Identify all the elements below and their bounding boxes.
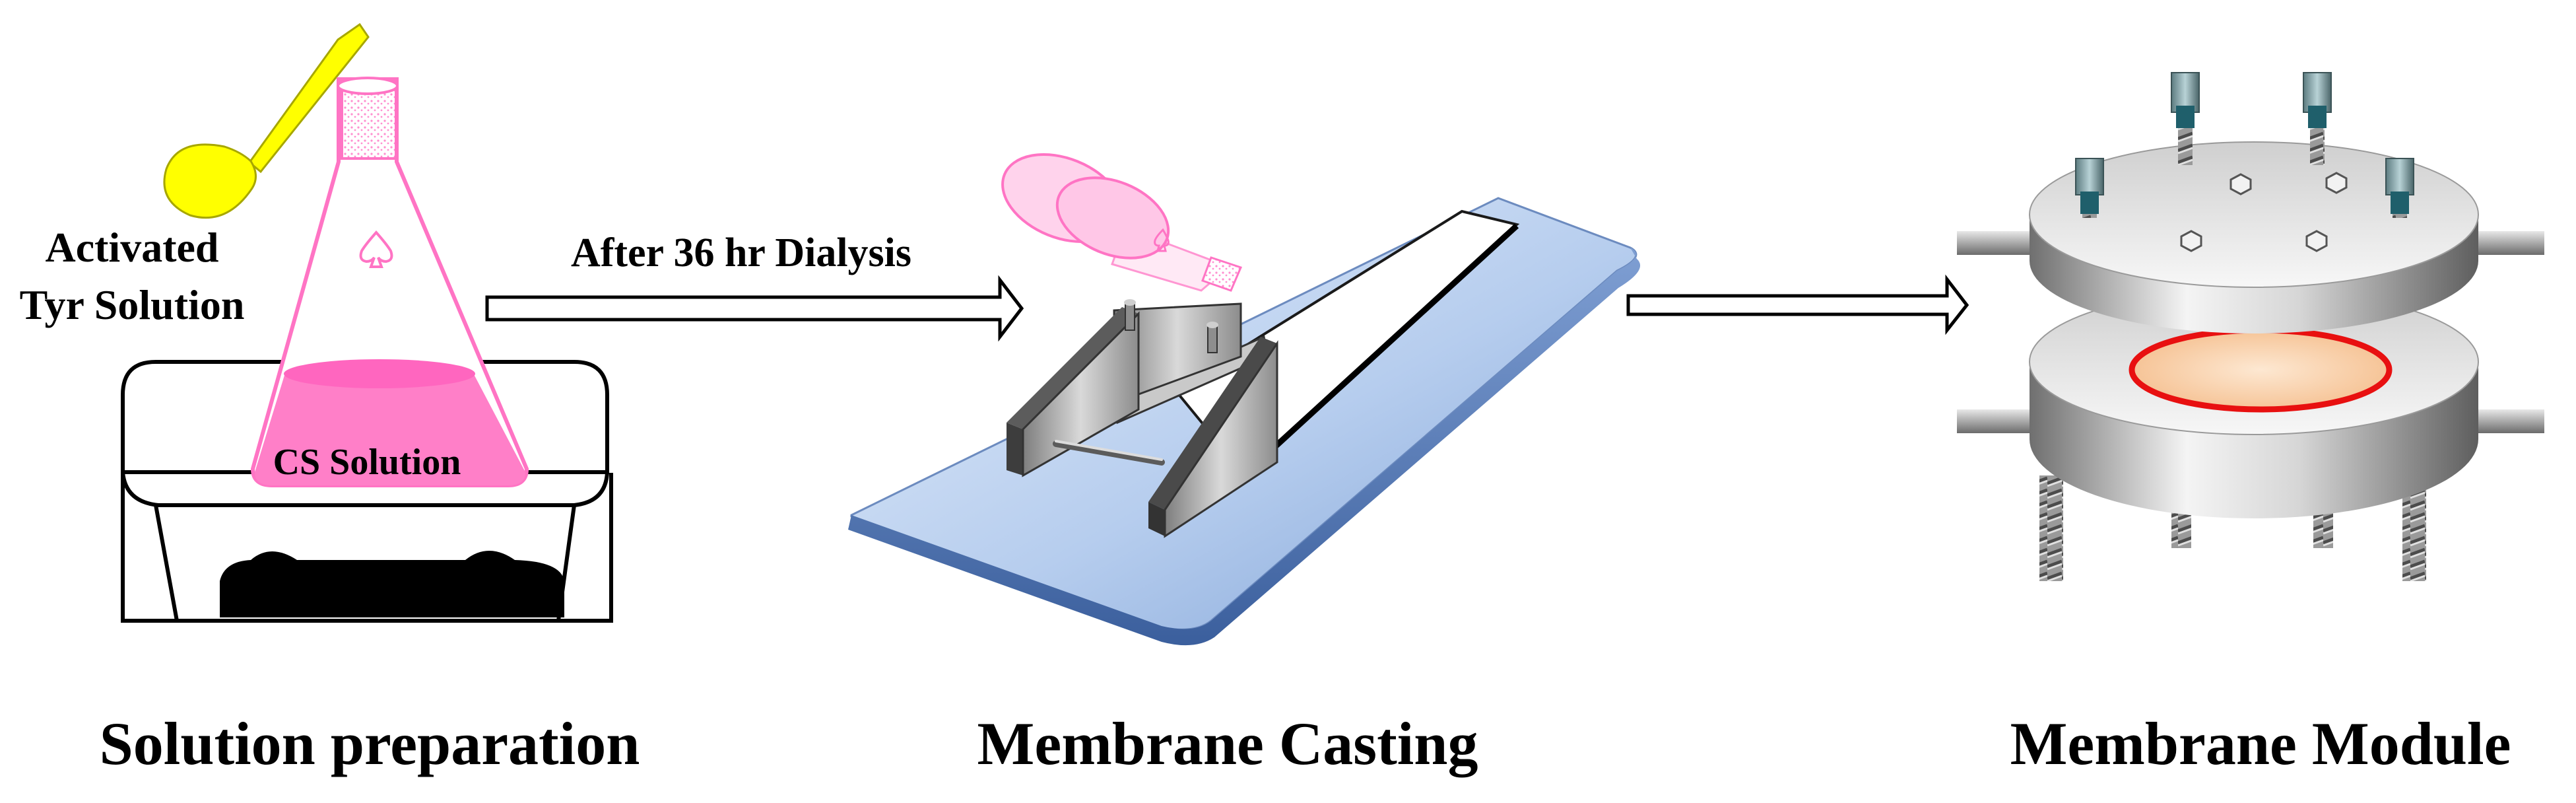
pouring-flask <box>1001 153 1243 292</box>
bolt <box>2075 158 2104 218</box>
tyr-volumetric-flask <box>163 22 370 219</box>
hex-nut-icon <box>2229 173 2252 195</box>
side-rod-lower-left <box>1957 409 2036 433</box>
stage-label-membrane-casting: Membrane Casting <box>977 710 1478 777</box>
side-rod-lower-right <box>2468 409 2544 433</box>
cs-solution-liquid <box>255 373 525 485</box>
casting-knife <box>1007 299 1278 538</box>
stage-label-membrane-module: Membrane Module <box>2010 710 2511 777</box>
hex-nut-icon <box>2180 230 2202 252</box>
hex-nut-icon <box>2325 172 2348 194</box>
stage-label-solution-preparation: Solution preparation <box>100 710 640 777</box>
membrane-casting-panel <box>848 153 1641 646</box>
bottom-screw <box>2039 475 2063 581</box>
flask-stopper <box>341 86 397 160</box>
magnetic-stirrer <box>121 360 613 623</box>
bolt <box>2171 72 2200 165</box>
upper-disc <box>2029 141 2479 333</box>
cs-solution-label: CS Solution <box>273 442 461 483</box>
solution-preparation-panel: Activated Tyr Solution CS Solution <box>20 22 613 623</box>
arrow-to-casting: After 36 hr Dialysis <box>485 230 1024 342</box>
bolt <box>2385 158 2414 218</box>
lower-disc <box>2029 289 2479 518</box>
hex-nut-icon <box>2305 230 2328 252</box>
side-rod-upper-left <box>1957 231 2036 255</box>
membrane-sheet <box>2129 327 2393 413</box>
dialysis-label: After 36 hr Dialysis <box>571 230 911 275</box>
cs-erlenmeyer-flask <box>250 77 529 487</box>
arrow-to-module <box>1626 274 1969 335</box>
bolt <box>2303 72 2332 165</box>
side-rod-upper-right <box>2468 231 2544 255</box>
activated-tyr-label-line1: Activated <box>45 224 218 271</box>
activated-tyr-label-line2: Tyr Solution <box>20 281 245 328</box>
spade-icon <box>359 230 393 268</box>
membrane-module-panel <box>1957 72 2544 581</box>
small-spade-icon <box>1154 228 1170 252</box>
